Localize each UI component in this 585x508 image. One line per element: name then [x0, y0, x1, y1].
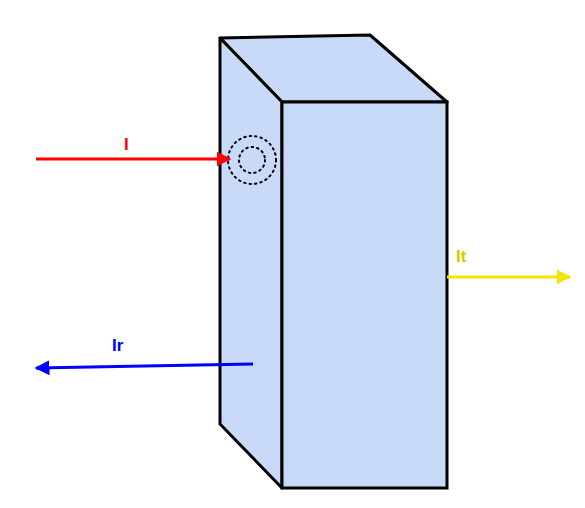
transmitted-label: It: [456, 248, 466, 265]
impact-spot-inner: [239, 147, 265, 173]
reflected-ray: [36, 364, 253, 368]
slab-front: [282, 102, 447, 488]
incident-ray: [36, 158, 230, 161]
slab-side: [220, 38, 282, 488]
incident-label: I: [124, 136, 129, 153]
reflected-label: Ir: [112, 337, 123, 354]
transmitted-ray: [447, 276, 570, 279]
impact-spot: [228, 136, 276, 184]
